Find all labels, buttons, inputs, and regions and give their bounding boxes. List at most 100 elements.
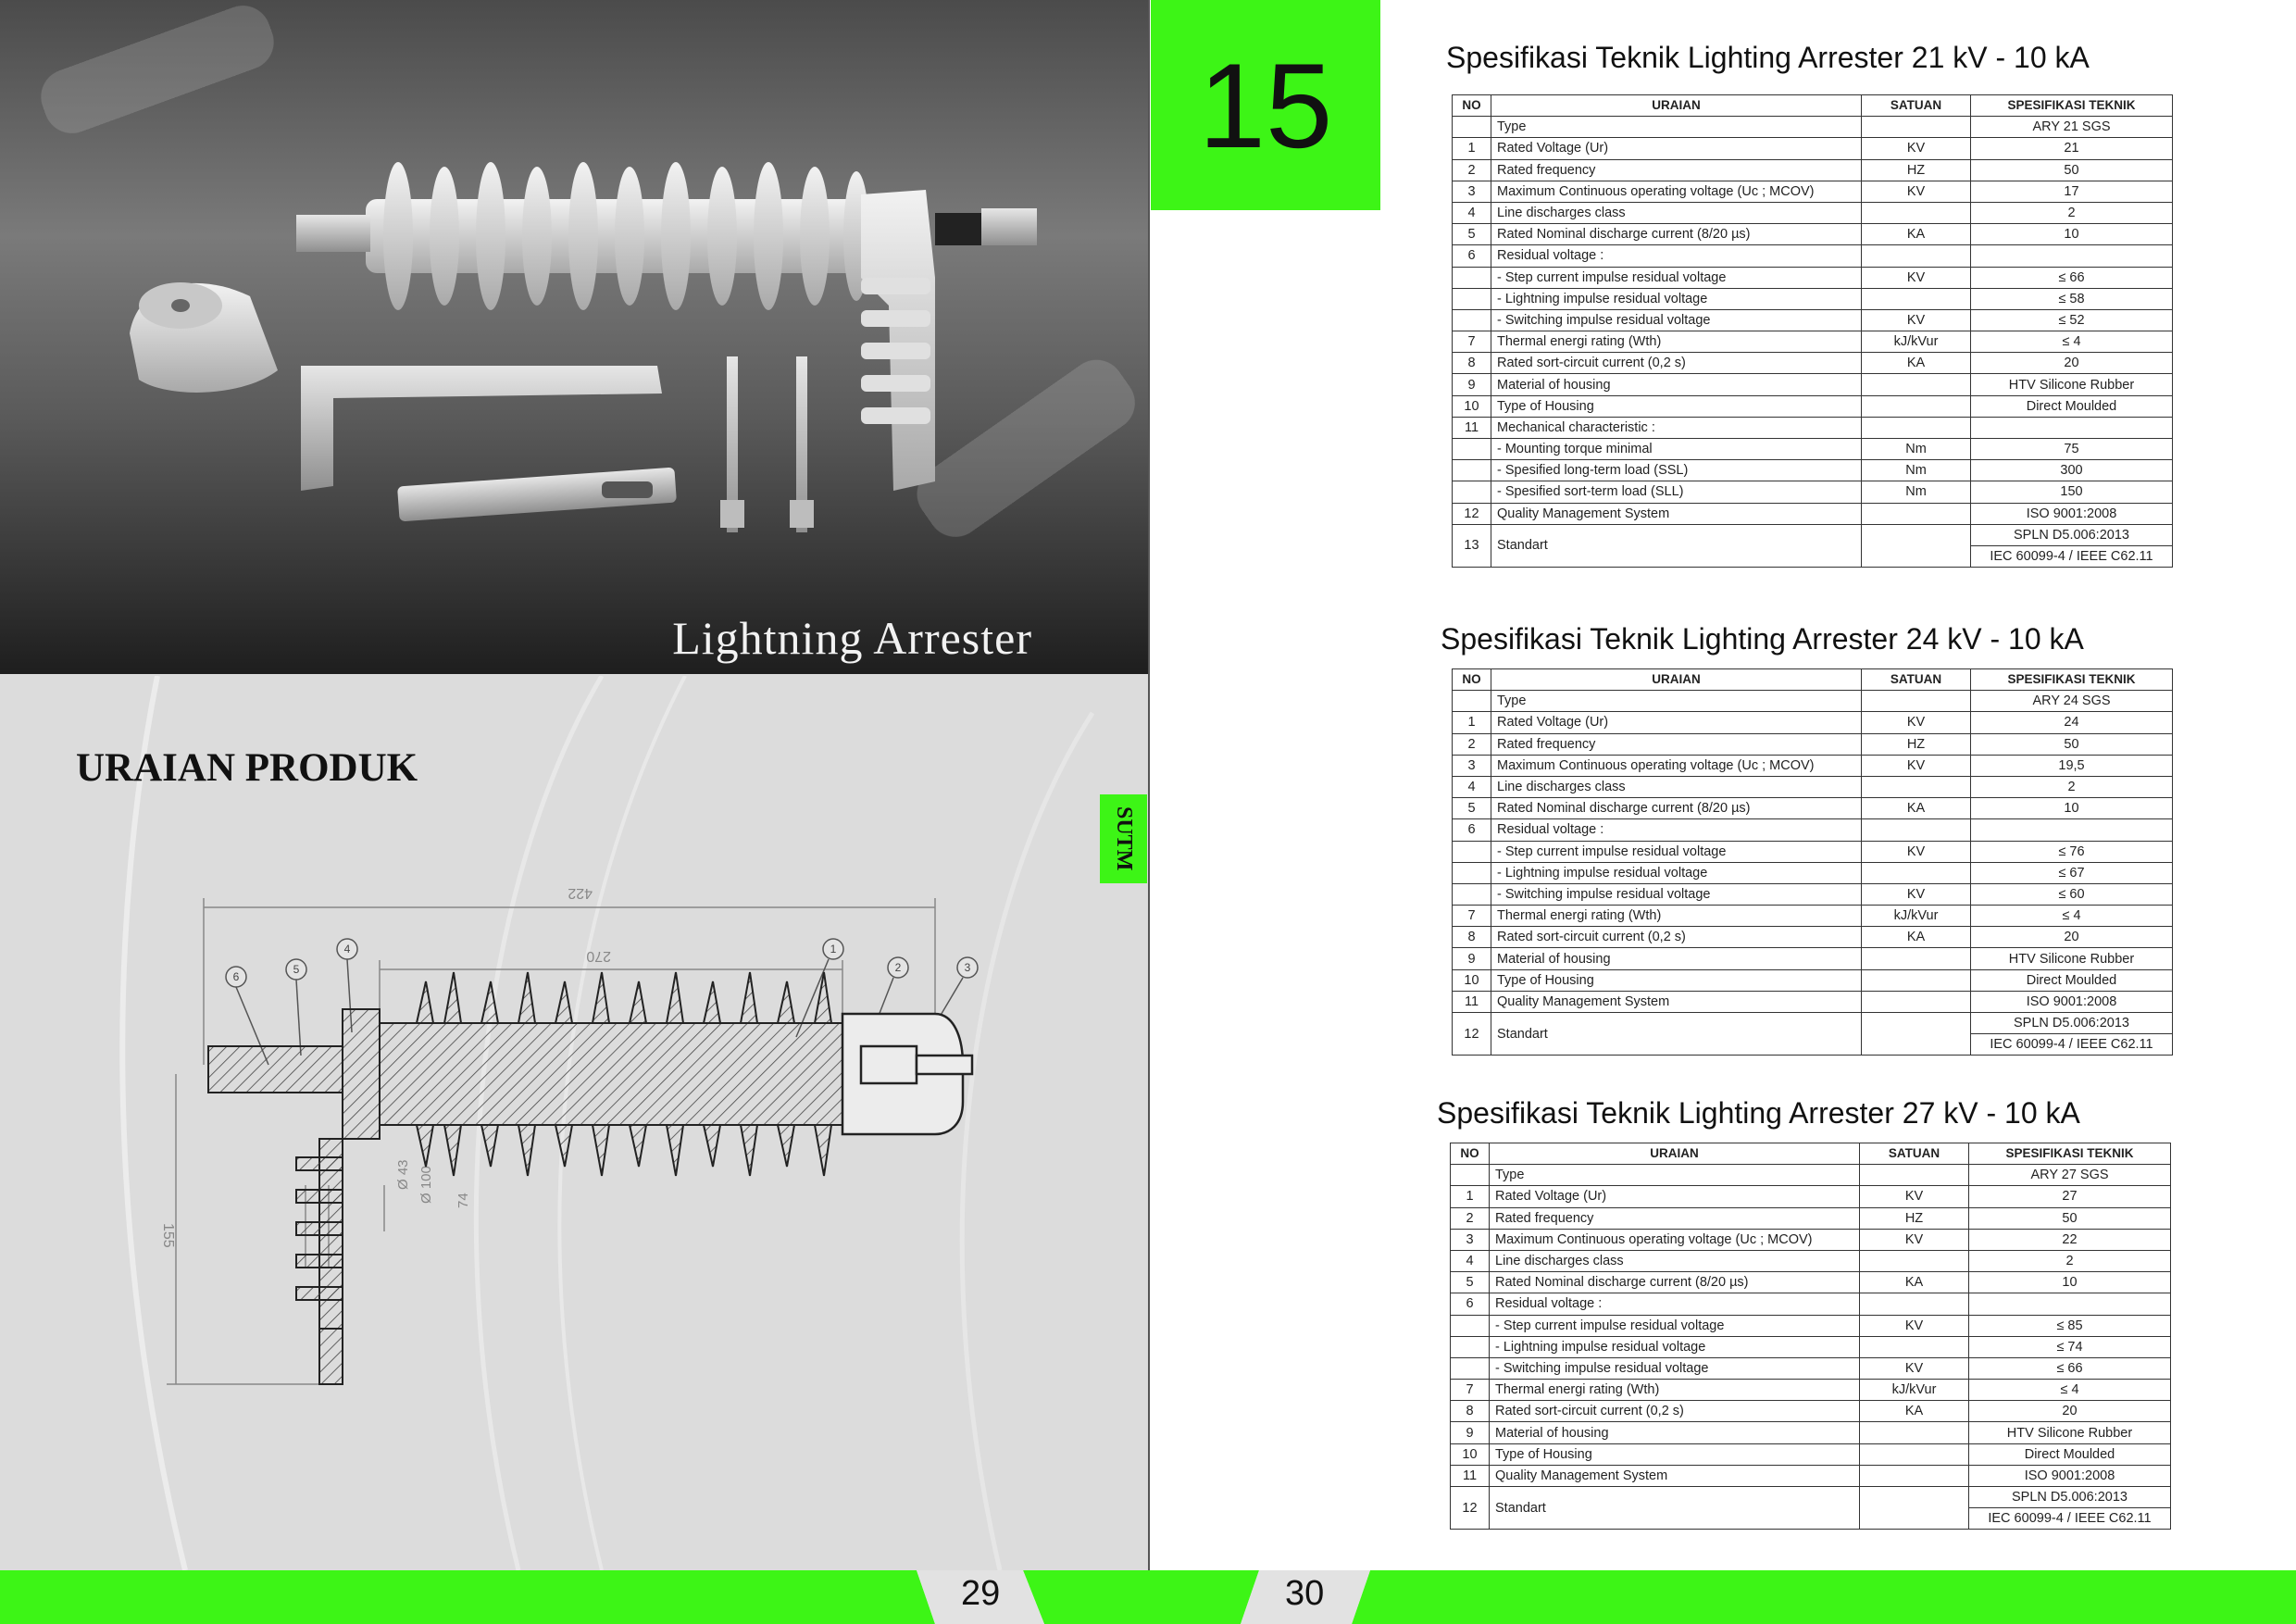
table-cell: SPLN D5.006:2013: [1970, 1011, 2173, 1035]
table-cell: ≤ 4: [1968, 1379, 2171, 1402]
column-header: NO: [1450, 1142, 1490, 1166]
product-photo: Lightning Arrester: [0, 0, 1148, 674]
table-cell: [1452, 116, 1491, 139]
table-cell: Direct Moulded: [1968, 1443, 2171, 1466]
table-cell: KV: [1861, 840, 1971, 863]
column-header: SPESIFIKASI TEKNIK: [1970, 668, 2173, 692]
table-cell: Rated sort-circuit current (0,2 s): [1491, 352, 1862, 375]
table-cell: [1452, 861, 1491, 884]
dim-housing-length: 270: [586, 948, 611, 964]
table-cell: Maximum Continuous operating voltage (Uc…: [1491, 754, 1862, 777]
table-cell: 300: [1970, 459, 2173, 482]
table-cell: 7: [1452, 331, 1491, 354]
table-cell: - Lightning impulse residual voltage: [1491, 287, 1862, 310]
table-cell: [1452, 481, 1491, 504]
table-cell: Line discharges class: [1489, 1249, 1860, 1273]
table-row: - Lightning impulse residual voltage≤ 74: [1450, 1335, 2171, 1358]
table-cell: 10: [1970, 223, 2173, 246]
left-page: Lightning Arrester URAIAN PRODUK 422 270…: [0, 0, 1148, 1570]
table-cell: 9: [1450, 1421, 1490, 1444]
table-cell: Standart: [1489, 1485, 1860, 1530]
table-cell: kJ/kVur: [1861, 905, 1971, 928]
table-cell: 50: [1970, 158, 2173, 181]
table-cell: ≤ 52: [1970, 308, 2173, 332]
table-cell: KV: [1859, 1356, 1969, 1380]
table-cell: 3: [1452, 754, 1491, 777]
table-cell: KA: [1861, 223, 1971, 246]
table-cell: 21: [1970, 137, 2173, 160]
table-cell: [1861, 990, 1971, 1014]
table-cell: IEC 60099-4 / IEEE C62.11: [1970, 544, 2173, 568]
column-header: SATUAN: [1859, 1142, 1969, 1166]
table-cell: ISO 9001:2008: [1970, 990, 2173, 1014]
table-cell: Rated Voltage (Ur): [1491, 137, 1862, 160]
column-header: SATUAN: [1861, 668, 1971, 692]
callout-6: 6: [233, 970, 240, 983]
table-cell: 2: [1968, 1249, 2171, 1273]
table-cell: Line discharges class: [1491, 775, 1862, 799]
table-cell: HTV Silicone Rubber: [1968, 1421, 2171, 1444]
table-cell: HTV Silicone Rubber: [1970, 947, 2173, 970]
table-cell: 4: [1450, 1249, 1490, 1273]
table-cell: Material of housing: [1491, 373, 1862, 396]
technical-drawing: 422 270 155 Ø 43 Ø 100 74 6 5 4 1 2 3: [160, 885, 979, 1385]
table-cell: [1861, 1011, 1971, 1056]
callout-5: 5: [293, 963, 300, 976]
table-cell: Type: [1491, 690, 1862, 713]
table-cell: Direct Moulded: [1970, 394, 2173, 418]
table-cell: 8: [1450, 1400, 1490, 1423]
table-cell: 2: [1452, 732, 1491, 756]
column-header: URAIAN: [1491, 94, 1862, 118]
table-cell: Quality Management System: [1489, 1464, 1860, 1488]
table-cell: 2: [1970, 775, 2173, 799]
table-cell: 9: [1452, 947, 1491, 970]
table-cell: KV: [1861, 754, 1971, 777]
table-cell: 1: [1452, 137, 1491, 160]
table-cell: Type of Housing: [1491, 968, 1862, 992]
table-cell: 11: [1450, 1464, 1490, 1488]
table-cell: [1450, 1335, 1490, 1358]
column-header: SATUAN: [1861, 94, 1971, 118]
table-cell: Nm: [1861, 481, 1971, 504]
dim-74: 74: [455, 1193, 471, 1208]
footer-band: [0, 1570, 2296, 1624]
table-cell: [1861, 523, 1971, 568]
table-cell: ≤ 58: [1970, 287, 2173, 310]
column-header: SPESIFIKASI TEKNIK: [1970, 94, 2173, 118]
table-cell: [1859, 1335, 1969, 1358]
table-cell: - Switching impulse residual voltage: [1491, 882, 1862, 906]
dim-diameter-43: Ø 43: [395, 1159, 411, 1190]
table-cell: KA: [1861, 926, 1971, 949]
table-cell: 5: [1452, 797, 1491, 820]
table-cell: [1450, 1164, 1490, 1187]
table-cell: 4: [1452, 201, 1491, 225]
table-row: - Lightning impulse residual voltage≤ 67: [1452, 861, 2173, 884]
table-cell: Line discharges class: [1491, 201, 1862, 225]
table-cell: ARY 24 SGS: [1970, 690, 2173, 713]
table-row: IEC 60099-4 / IEEE C62.11: [1451, 1507, 2171, 1530]
table-cell: [1452, 840, 1491, 863]
table-cell: Residual voltage :: [1491, 244, 1862, 268]
table-cell: 10: [1452, 394, 1491, 418]
